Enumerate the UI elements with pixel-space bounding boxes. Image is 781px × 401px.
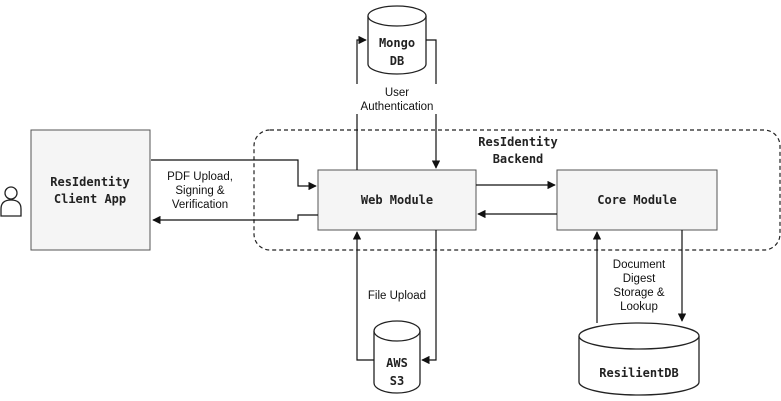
backend-group xyxy=(253,129,781,251)
client-app-box xyxy=(30,129,151,251)
client-app-label-line1: ResIdentity xyxy=(50,175,129,189)
edge-label-pdf-upload: PDF Upload, Signing & Verification xyxy=(160,167,240,213)
resilientdb-cylinder xyxy=(578,322,700,396)
backend-group-label-line2: Backend xyxy=(493,152,544,166)
edge-web-to-client xyxy=(152,214,318,225)
edge-web-to-mongo xyxy=(356,35,367,170)
edge-client-to-web xyxy=(151,159,317,191)
aws-s3-label-line2: S3 xyxy=(390,374,404,388)
edge-label-user-auth: User Authentication xyxy=(356,84,438,114)
svg-text:Digest: Digest xyxy=(623,273,656,285)
edge-s3-to-web xyxy=(352,231,374,361)
web-module-box xyxy=(317,169,477,231)
person-icon xyxy=(0,186,22,217)
edge-label-doc-digest: Document Digest Storage & Lookup xyxy=(606,256,674,314)
svg-text:Verification: Verification xyxy=(172,199,228,211)
svg-text:Document: Document xyxy=(613,259,666,271)
mongo-db-label-line2: DB xyxy=(390,54,404,68)
core-module-box xyxy=(556,169,718,231)
svg-text:Signing &: Signing & xyxy=(175,185,225,197)
edge-mongo-to-web xyxy=(426,39,441,169)
svg-text:Storage &: Storage & xyxy=(613,287,664,299)
svg-text:User: User xyxy=(385,87,409,99)
client-app-label-line2: Client App xyxy=(54,192,126,206)
mongo-db-cylinder xyxy=(367,5,427,75)
svg-text:PDF Upload,: PDF Upload, xyxy=(167,171,233,183)
edge-web-to-s3 xyxy=(421,230,437,365)
resilientdb-label: ResilientDB xyxy=(599,366,678,380)
svg-text:File Upload: File Upload xyxy=(368,290,426,302)
mongo-db-label-line1: Mongo xyxy=(379,36,415,50)
edge-label-file-upload: File Upload xyxy=(368,290,426,302)
svg-text:Lookup: Lookup xyxy=(620,301,658,313)
svg-text:Authentication: Authentication xyxy=(361,101,434,113)
backend-group-label-line1: ResIdentity xyxy=(478,135,557,149)
web-module-label: Web Module xyxy=(361,193,433,207)
core-module-label: Core Module xyxy=(597,193,676,207)
aws-s3-cylinder xyxy=(373,320,421,394)
aws-s3-label-line1: AWS xyxy=(386,356,408,370)
